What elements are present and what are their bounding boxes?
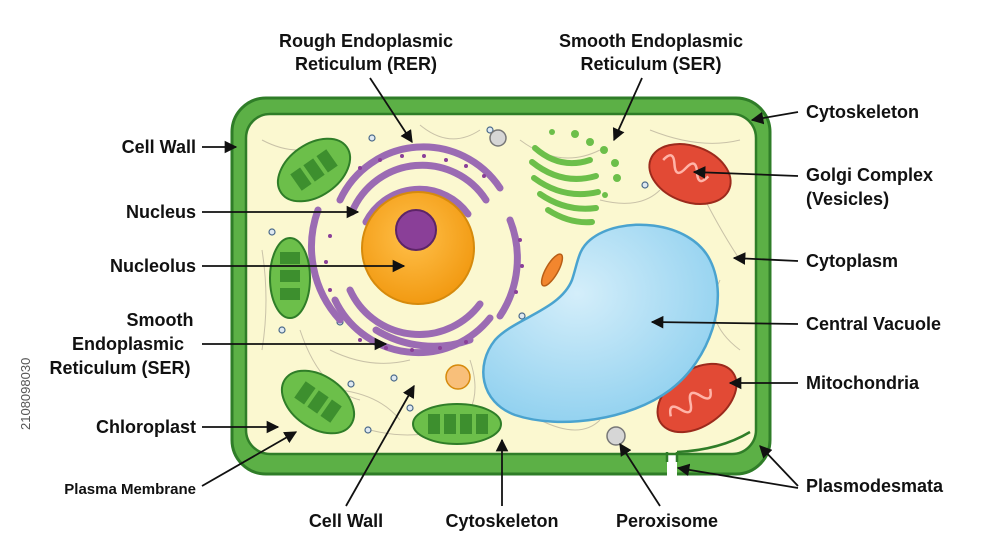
central-vacuole	[482, 223, 719, 424]
nucleolus	[395, 209, 437, 251]
peroxisome-top	[489, 129, 507, 147]
label-cell-wall-left: Cell Wall	[122, 137, 196, 157]
ribosomes	[324, 154, 524, 352]
chloroplast-mid	[269, 237, 311, 319]
svg-text:Smooth: Smooth	[127, 310, 194, 330]
mitochondrion-small	[540, 253, 564, 287]
label-cell-wall-bottom: Cell Wall	[309, 511, 383, 531]
label-plasmodesmata: Plasmodesmata	[806, 476, 944, 496]
label-chloroplast: Chloroplast	[96, 417, 196, 437]
label-peroxisome: Peroxisome	[616, 511, 718, 531]
svg-text:Reticulum (SER): Reticulum (SER)	[580, 54, 721, 74]
svg-text:Reticulum (SER): Reticulum (SER)	[49, 358, 190, 378]
label-nucleus: Nucleus	[126, 202, 196, 222]
label-central-vacuole: Central Vacuole	[806, 314, 941, 334]
lysosome	[445, 364, 471, 390]
mitochondrion-top	[648, 143, 732, 205]
svg-text:(Vesicles): (Vesicles)	[806, 189, 889, 209]
leader-arrows	[201, 77, 799, 507]
label-mitochondria: Mitochondria	[806, 373, 920, 393]
label-golgi: Golgi Complex (Vesicles)	[806, 165, 933, 209]
rough-er	[308, 143, 521, 357]
label-plasma-membrane: Plasma Membrane	[64, 481, 196, 498]
svg-text:Endoplasmic: Endoplasmic	[72, 334, 184, 354]
label-rer: Rough Endoplasmic Reticulum (RER)	[279, 31, 453, 74]
label-cytoplasm: Cytoplasm	[806, 251, 898, 271]
label-cytoskeleton-bottom: Cytoskeleton	[445, 511, 558, 531]
plasmodesmata	[665, 430, 751, 462]
svg-text:Golgi Complex: Golgi Complex	[806, 165, 933, 185]
chloroplast-top	[276, 137, 352, 203]
svg-text:Smooth Endoplasmic: Smooth Endoplasmic	[559, 31, 743, 51]
chloroplast-bottom	[280, 369, 356, 435]
label-ser-left: Smooth Endoplasmic Reticulum (SER)	[49, 310, 193, 378]
golgi-vesicles	[549, 129, 621, 198]
label-cytoskeleton-top: Cytoskeleton	[806, 102, 919, 122]
nucleus	[361, 191, 475, 305]
peroxisome	[606, 426, 626, 446]
label-nucleolus: Nucleolus	[110, 256, 196, 276]
svg-text:Rough Endoplasmic: Rough Endoplasmic	[279, 31, 453, 51]
svg-text:Reticulum (RER): Reticulum (RER)	[295, 54, 437, 74]
chloroplast-bottom-center	[412, 403, 502, 445]
golgi-complex	[529, 145, 601, 226]
side-id-text: 2108098030	[18, 358, 33, 430]
label-ser-top: Smooth Endoplasmic Reticulum (SER)	[559, 31, 743, 74]
